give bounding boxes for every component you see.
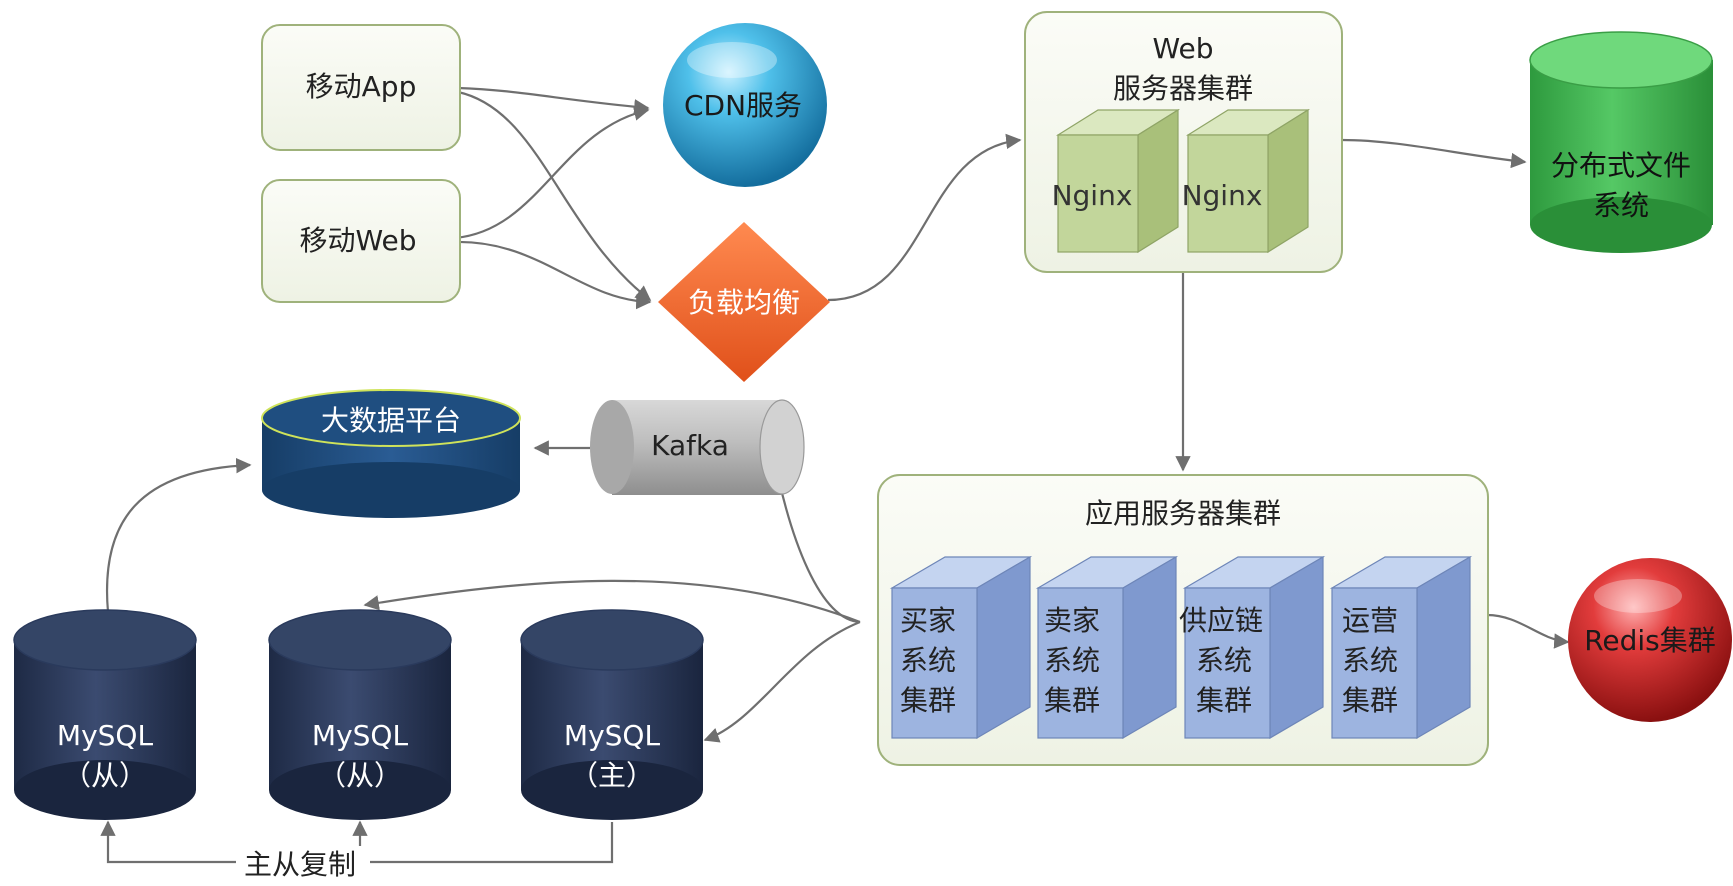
web-server-cluster: Web 服务器集群 Nginx Nginx bbox=[1024, 11, 1343, 273]
bigdata-label: 大数据平台 bbox=[321, 404, 461, 437]
mysql-role: （从） bbox=[318, 759, 402, 792]
edges bbox=[100, 86, 1570, 864]
nginx-label: Nginx bbox=[1182, 179, 1263, 212]
edge-app-cluster-to-redis bbox=[1486, 613, 1570, 649]
service-cube-supply-chain: 供应链 系统 集群 bbox=[1179, 555, 1326, 740]
nginx-cube: Nginx bbox=[1182, 108, 1311, 254]
web-cluster-title-line2: 服务器集群 bbox=[1113, 72, 1253, 105]
edge-lb-to-web-cluster bbox=[827, 133, 1022, 302]
service-label-line1: 买家 bbox=[900, 604, 956, 637]
mobile-web-box: 移动Web bbox=[261, 179, 461, 303]
dfs-label-line2: 系统 bbox=[1593, 189, 1649, 222]
edge-master-replication bbox=[370, 822, 614, 864]
service-label-line2: 系统 bbox=[1196, 644, 1252, 677]
replication-label-bg bbox=[236, 846, 366, 880]
mobile-app-label: 移动App bbox=[306, 70, 417, 103]
edge-app-cluster-to-mysql-master bbox=[703, 620, 861, 743]
bigdata-cylinder: 大数据平台 bbox=[261, 389, 521, 518]
edge-web-cluster-to-dfs bbox=[1341, 138, 1527, 169]
edge-web-to-lb bbox=[454, 240, 652, 310]
app-server-cluster: 应用服务器集群 买家 系统 集群 卖家 系统 集群 供应链 系统 集群 bbox=[877, 474, 1489, 766]
service-label-line2: 系统 bbox=[900, 644, 956, 677]
service-label-line3: 集群 bbox=[1044, 684, 1100, 717]
nginx-label: Nginx bbox=[1052, 179, 1133, 212]
mysql-slave-cylinder: MySQL （从） bbox=[13, 609, 197, 820]
service-label-line3: 集群 bbox=[1342, 684, 1398, 717]
mobile-app-box: 移动App bbox=[261, 24, 461, 151]
service-cube-buyer: 买家 系统 集群 bbox=[889, 555, 1033, 740]
edge-app-to-cdn bbox=[457, 86, 650, 115]
nginx-cube: Nginx bbox=[1052, 108, 1181, 254]
service-label-line3: 集群 bbox=[900, 684, 956, 717]
redis-label: Redis集群 bbox=[1584, 624, 1716, 657]
mysql-slave-cylinder: MySQL （从） bbox=[268, 609, 452, 820]
mysql-name: MySQL bbox=[312, 719, 409, 752]
kafka-cylinder: Kafka bbox=[590, 399, 805, 495]
service-label-line1: 供应链 bbox=[1179, 604, 1263, 637]
replication-label: 主从复制 bbox=[244, 848, 356, 881]
edge-app-cluster-to-mysql-slave2 bbox=[363, 579, 861, 624]
service-label-line1: 运营 bbox=[1342, 604, 1398, 637]
mysql-name: MySQL bbox=[564, 719, 661, 752]
kafka-label: Kafka bbox=[651, 429, 729, 462]
mysql-master-cylinder: MySQL （主） bbox=[520, 609, 704, 820]
web-cluster-title-line1: Web bbox=[1152, 32, 1213, 65]
service-cube-operations: 运营 系统 集群 bbox=[1329, 555, 1473, 740]
dfs-cylinder: 分布式文件 系统 bbox=[1529, 31, 1713, 253]
dfs-label-line1: 分布式文件 bbox=[1551, 149, 1691, 182]
mobile-web-label: 移动Web bbox=[299, 224, 416, 257]
edge-mysql-slave1-to-bigdata bbox=[105, 457, 252, 613]
service-label-line3: 集群 bbox=[1196, 684, 1252, 717]
service-label-line2: 系统 bbox=[1044, 644, 1100, 677]
service-label-line1: 卖家 bbox=[1044, 604, 1100, 637]
edge-web-to-cdn bbox=[454, 105, 650, 240]
mysql-name: MySQL bbox=[57, 719, 154, 752]
mysql-role: （主） bbox=[570, 759, 654, 792]
cdn-label: CDN服务 bbox=[684, 89, 802, 122]
edge-replication-to-slave1 bbox=[100, 820, 240, 864]
service-label-line2: 系统 bbox=[1342, 644, 1398, 677]
app-cluster-title: 应用服务器集群 bbox=[1085, 497, 1281, 530]
cdn-node: CDN服务 bbox=[663, 23, 827, 187]
load-balancer-label: 负载均衡 bbox=[688, 286, 800, 319]
mysql-role: （从） bbox=[63, 759, 147, 792]
load-balancer-node: 负载均衡 bbox=[658, 222, 830, 382]
service-cube-seller: 卖家 系统 集群 bbox=[1035, 555, 1179, 740]
redis-node: Redis集群 bbox=[1568, 558, 1732, 722]
